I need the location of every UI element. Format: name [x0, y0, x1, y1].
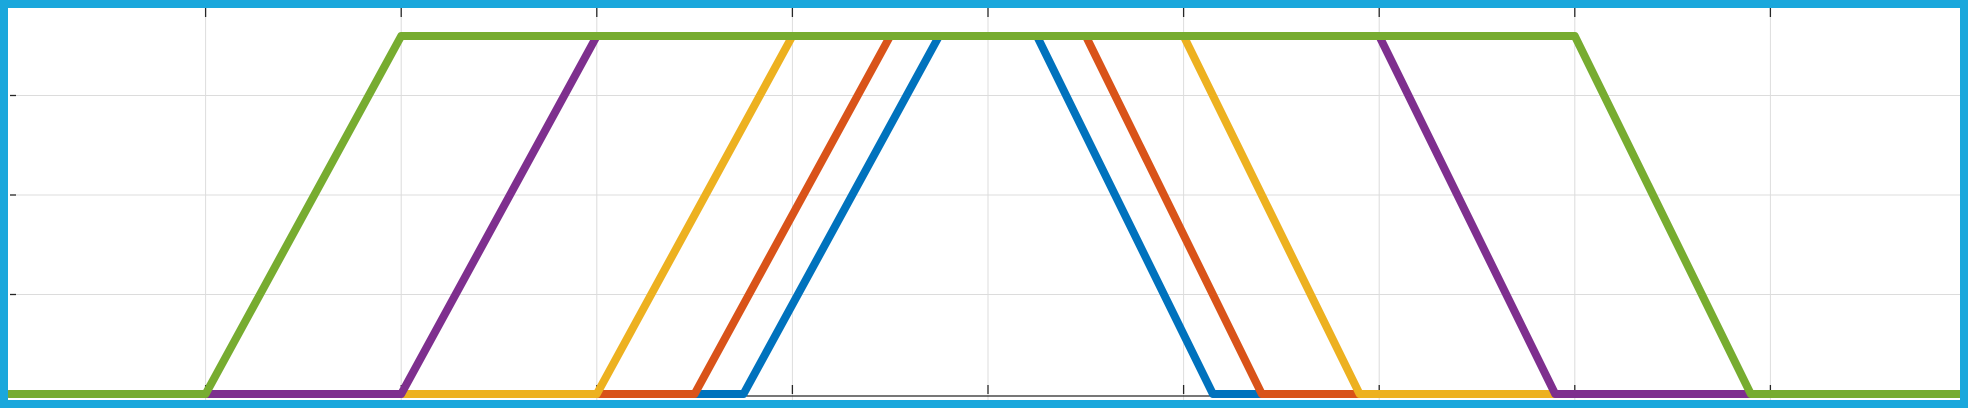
series-line-5 — [6, 32, 1968, 398]
series-layer — [6, 32, 1968, 398]
